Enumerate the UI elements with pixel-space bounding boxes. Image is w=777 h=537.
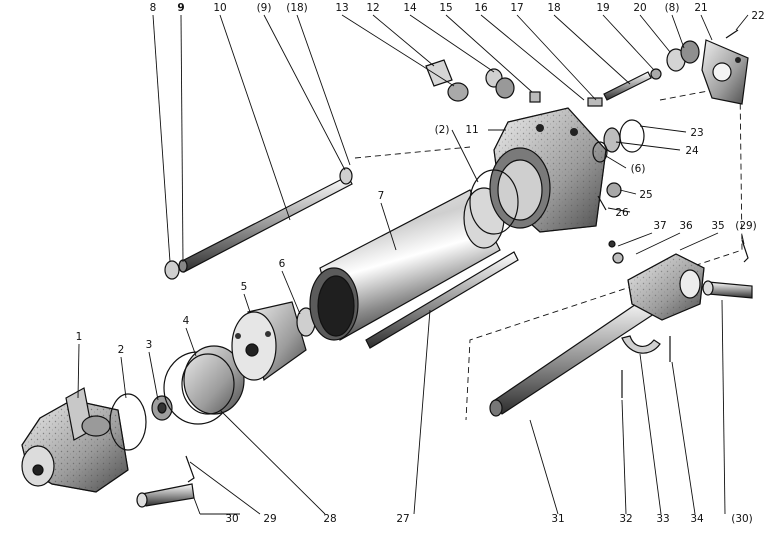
part-29-split-pin-right bbox=[741, 239, 749, 263]
callout-labels: 8 9 10 (9) (18) 13 12 14 15 16 17 18 19 … bbox=[76, 2, 765, 525]
part-5-piston bbox=[231, 301, 307, 382]
part-22-screw bbox=[725, 29, 739, 39]
callout-6: 6 bbox=[279, 258, 286, 270]
part-35-rod-clevis bbox=[608, 240, 705, 321]
part-21-bracket-plate bbox=[701, 39, 749, 105]
part-20-nut bbox=[666, 40, 700, 72]
callout-32: 32 bbox=[619, 513, 632, 525]
part-27-tie-rod bbox=[365, 251, 519, 349]
callout-15: 15 bbox=[439, 2, 452, 14]
callout-25: 25 bbox=[639, 189, 652, 201]
part-11-cylinder-head bbox=[469, 107, 607, 235]
callout-36: 36 bbox=[679, 220, 693, 232]
part-13-fitting bbox=[425, 59, 469, 102]
part-33-clip bbox=[621, 335, 661, 354]
callout-37: 37 bbox=[653, 220, 666, 232]
callout-13: 13 bbox=[335, 2, 348, 14]
callout-14: 14 bbox=[403, 2, 417, 14]
callout-12: 12 bbox=[366, 2, 379, 14]
part-8-nut bbox=[164, 260, 180, 280]
callout-2: 2 bbox=[118, 344, 125, 356]
part-26-stud bbox=[597, 195, 607, 211]
callout-16: 16 bbox=[474, 2, 488, 14]
part-24-ring bbox=[603, 127, 621, 153]
part-29-split-pin-left bbox=[185, 455, 195, 483]
callout-11: 11 bbox=[465, 124, 478, 136]
callout-17: 17 bbox=[510, 2, 523, 14]
callout-28: 28 bbox=[323, 513, 336, 525]
callout-35: 35 bbox=[711, 220, 724, 232]
callout-29-ref: (29) bbox=[735, 220, 757, 232]
callout-20: 20 bbox=[633, 2, 646, 14]
callout-8-ref: (8) bbox=[665, 2, 680, 14]
callout-5: 5 bbox=[241, 281, 248, 293]
callout-26: 26 bbox=[615, 207, 629, 219]
part-14-fitting bbox=[485, 68, 515, 99]
callout-2-ref: (2) bbox=[435, 124, 450, 136]
callout-18: 18 bbox=[547, 2, 560, 14]
part-30-pin-right bbox=[702, 280, 753, 299]
callout-6-ref: (6) bbox=[631, 163, 646, 175]
part-25-nut bbox=[606, 182, 622, 198]
part-16-plug bbox=[529, 91, 541, 103]
callout-9-ref: (9) bbox=[257, 2, 272, 14]
callout-30: 30 bbox=[225, 513, 238, 525]
callout-21: 21 bbox=[694, 2, 707, 14]
callout-22: 22 bbox=[751, 10, 764, 22]
part-2-o-ring bbox=[109, 393, 147, 451]
callout-1: 1 bbox=[76, 331, 83, 343]
part-17-screw bbox=[587, 97, 603, 107]
part-37-cap bbox=[608, 240, 616, 248]
callout-34: 34 bbox=[690, 513, 704, 525]
part-18-bolt bbox=[603, 68, 662, 101]
callout-31: 31 bbox=[551, 513, 564, 525]
callout-27: 27 bbox=[396, 513, 409, 525]
callout-23: 23 bbox=[690, 127, 703, 139]
part-2-o-ring-head bbox=[469, 169, 519, 235]
callout-8: 8 bbox=[150, 2, 157, 14]
part-31-piston-rod bbox=[489, 295, 661, 417]
part-36-grease-nipple bbox=[612, 252, 624, 264]
callout-29: 29 bbox=[263, 513, 276, 525]
part-4-piston-seals bbox=[163, 345, 245, 425]
part-1-clevis-block bbox=[21, 387, 129, 493]
callout-30-ref: (30) bbox=[731, 513, 753, 525]
callout-3: 3 bbox=[146, 339, 153, 351]
callout-19: 19 bbox=[596, 2, 609, 14]
callout-10: 10 bbox=[213, 2, 226, 14]
callout-33: 33 bbox=[656, 513, 669, 525]
callout-18-ref: (18) bbox=[286, 2, 308, 14]
part-30-pin-left bbox=[136, 483, 195, 508]
callout-7: 7 bbox=[378, 190, 385, 202]
callout-9: 9 bbox=[177, 2, 184, 14]
part-6-ring-head bbox=[592, 141, 608, 163]
leader-lines bbox=[77, 14, 749, 515]
part-10-tie-rod bbox=[164, 167, 353, 280]
callout-4: 4 bbox=[183, 315, 190, 327]
callout-24: 24 bbox=[685, 145, 699, 157]
part-23-ring bbox=[619, 119, 645, 153]
part-7-cylinder-barrel bbox=[309, 187, 505, 341]
